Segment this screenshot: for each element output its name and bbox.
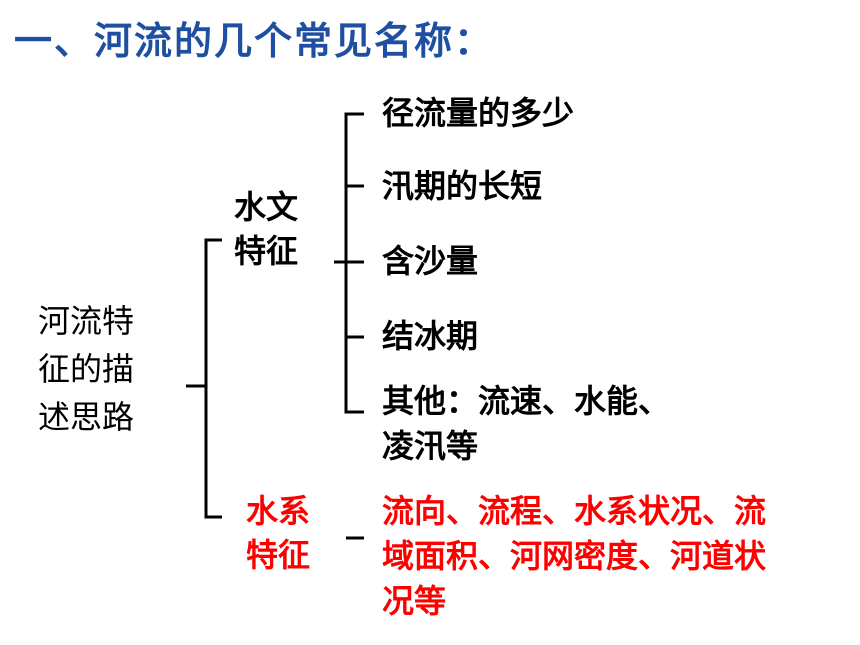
root-label-line-1: 河流特 xyxy=(38,302,135,340)
hydrology-item-ice-flood: 凌汛等 xyxy=(382,427,479,465)
hydrology-item-flood-season: 汛期的长短 xyxy=(382,167,543,205)
main-bracket xyxy=(204,238,222,519)
hydrology-label-line-1: 水文 xyxy=(234,188,299,226)
hydrology-item-freeze: 结冰期 xyxy=(382,317,479,355)
root-label-line-3: 述思路 xyxy=(38,398,135,436)
hydrology-label-line-2: 特征 xyxy=(234,232,299,270)
hydrology-item-runoff: 径流量的多少 xyxy=(382,94,575,132)
hydrology-item-other: 其他：流速、水能、 xyxy=(382,382,671,420)
water-system-detail-line-3: 况等 xyxy=(382,582,447,620)
water-system-detail-line-2: 域面积、河网密度、河道状 xyxy=(382,537,767,575)
root-label-line-2: 征的描 xyxy=(38,350,135,388)
hydrology-item-sediment: 含沙量 xyxy=(382,242,479,280)
water-system-detail-line-1: 流向、流程、水系状况、流 xyxy=(382,492,767,530)
water-system-label-line-1: 水系 xyxy=(246,492,311,530)
water-system-label-line-2: 特征 xyxy=(246,536,311,574)
page-title: 一、河流的几个常见名称： xyxy=(14,19,495,63)
